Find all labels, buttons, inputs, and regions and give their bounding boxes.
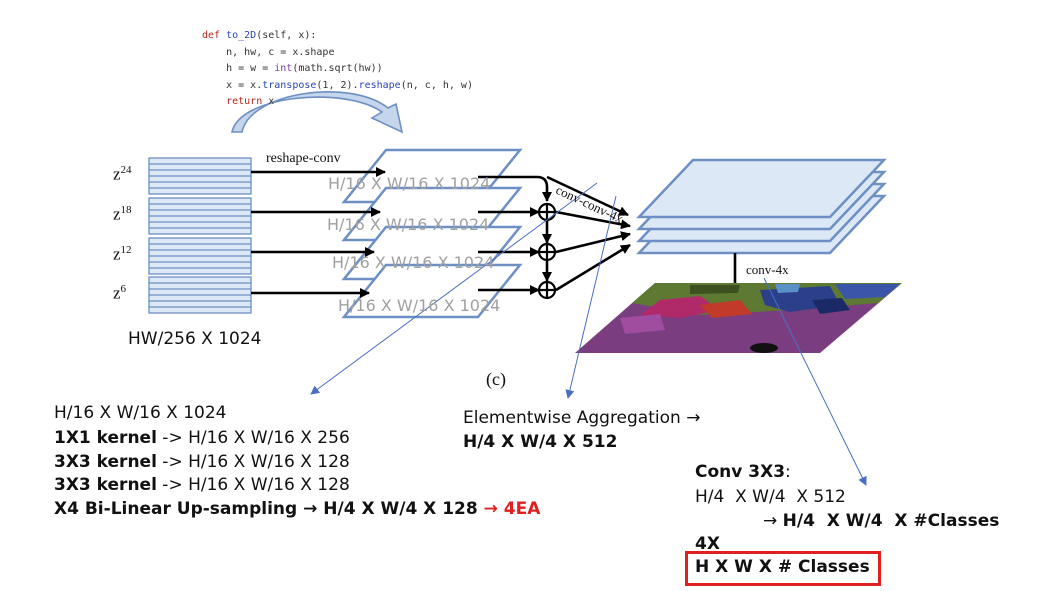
sum-node-1: [537, 202, 557, 222]
aggregated-stack: [636, 158, 887, 255]
right-note-line-5: H X W X # Classes: [695, 557, 870, 577]
sum-node-3: [537, 280, 557, 300]
plane-dim-label-4: H/16 X W/16 X 1024: [338, 296, 501, 315]
code-text: (1, 2).: [316, 79, 359, 91]
code-text: (n, c, h, w): [400, 79, 473, 91]
output-highlight-box: [685, 551, 881, 586]
mid-note-line-2: H/4 X W/4 X 512: [463, 432, 618, 452]
sum-node-2: [537, 242, 557, 262]
z6-label: z6: [113, 283, 127, 303]
code-text: (self, x):: [256, 30, 317, 41]
code-text: x: [262, 96, 275, 108]
plane-dim-label-3: H/16 X W/16 X 1024: [332, 253, 495, 272]
token-block-z24: [148, 157, 252, 195]
aggregation-arrows: [478, 175, 631, 295]
reshape-conv-label: reshape-conv: [266, 151, 341, 166]
left-note-line-2: 1X1 kernel -> H/16 X W/16 X 256: [54, 428, 350, 448]
left-note-line-3: 3X3 kernel -> H/16 X W/16 X 128: [54, 452, 350, 472]
right-note-line-1: Conv 3X3:: [695, 462, 791, 482]
token-blocks: [148, 157, 252, 314]
left-note-line-5: X4 Bi-Linear Up-sampling → H/4 X W/4 X 1…: [54, 499, 541, 519]
token-block-z12: [148, 237, 252, 275]
code-text: (math.sqrt(hw)): [292, 63, 383, 75]
feature-planes: [341, 148, 523, 319]
right-note-line-2: H/4 X W/4 X 512: [695, 487, 846, 507]
conv-4x-label: conv-4x: [746, 262, 789, 277]
left-note-line-1: H/16 X W/16 X 1024: [54, 403, 227, 423]
z12-label: z12: [113, 244, 132, 264]
code-function-name: to_2D: [226, 30, 257, 41]
token-block-z6: [148, 276, 252, 314]
right-note-line-3: → H/4 X W/4 X #Classes: [763, 511, 1000, 531]
curved-reshape-arrow: [231, 91, 404, 134]
z18-label: z18: [113, 204, 132, 224]
plane-dim-label-2: H/16 X W/16 X 1024: [327, 215, 490, 234]
code-builtin: int: [274, 63, 293, 75]
plane-4: [341, 263, 523, 319]
annotation-arrows: [310, 182, 867, 486]
z24-label: z24: [113, 164, 132, 184]
code-text: n, hw, c = x.shape: [226, 46, 335, 58]
left-note-line-4: 3X3 kernel -> H/16 X W/16 X 128: [54, 475, 350, 495]
panel-label: (c): [486, 369, 506, 389]
plane-dim-label-1: H/16 X W/16 X 1024: [328, 174, 491, 193]
code-method: transpose: [262, 79, 317, 91]
sum-nodes: [537, 202, 557, 300]
segmentation-map: [575, 283, 902, 353]
input-dim-label: HW/256 X 1024: [128, 329, 262, 349]
input-arrows: [251, 167, 386, 298]
code-text: x = x.: [226, 79, 263, 91]
right-note-line-4: 4X: [695, 534, 720, 554]
code-text: h = w =: [226, 63, 275, 75]
code-keyword: def: [202, 30, 221, 41]
code-method: reshape: [358, 79, 401, 91]
token-block-z18: [148, 197, 252, 235]
code-snippet: def to_2D(self, x): n, hw, c = x.shape h…: [202, 28, 473, 111]
code-keyword: return: [226, 96, 263, 108]
mid-note-line-1: Elementwise Aggregation →: [463, 408, 701, 428]
